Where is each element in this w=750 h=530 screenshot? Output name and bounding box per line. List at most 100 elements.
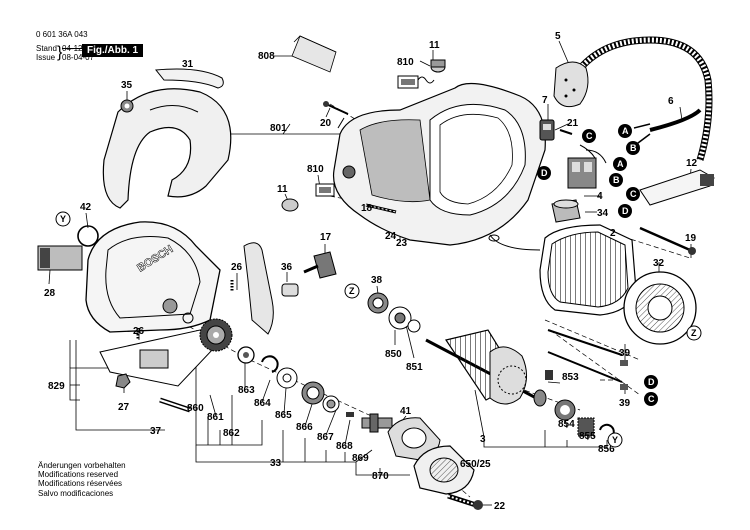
label-24: 24 — [385, 231, 397, 242]
leader-lines — [48, 40, 692, 506]
label-865: 865 — [275, 410, 292, 421]
label-868: 868 — [336, 441, 353, 452]
label-31: 31 — [182, 59, 194, 70]
label-35: 35 — [121, 80, 133, 91]
label-11-lower: 11 — [277, 184, 288, 195]
circlip-864 — [261, 355, 279, 373]
bearing-854 — [554, 399, 576, 421]
marker-A-mid: A — [613, 157, 627, 171]
spindle-869 — [361, 413, 393, 433]
flange-870 — [413, 445, 475, 495]
footer-line-es: Salvo modificaciones — [38, 488, 114, 498]
svg-text:D: D — [622, 206, 629, 216]
key-868 — [346, 412, 354, 417]
marker-D-right: D — [618, 204, 632, 218]
label-11-upper: 11 — [429, 40, 440, 51]
label-863: 863 — [238, 385, 255, 396]
connection-markers: A B C D A B C D D C Y Y Z Z — [55, 124, 702, 448]
screw-21 — [559, 129, 573, 135]
screw-20 — [323, 101, 349, 115]
terminal-block-4 — [567, 144, 607, 189]
label-810-lower: 810 — [307, 164, 324, 175]
gear-wheel — [199, 318, 233, 352]
gear-housing-41 — [387, 417, 441, 461]
screw-27 — [115, 373, 131, 389]
label-854: 854 — [558, 419, 575, 430]
label-12: 12 — [686, 158, 698, 169]
svg-text:D: D — [648, 377, 655, 387]
handle-grip — [102, 88, 232, 209]
label-41: 41 — [400, 406, 412, 417]
label-860: 860 — [187, 403, 204, 414]
long-bolt-19 — [639, 226, 696, 255]
field-coil-stator — [488, 224, 637, 316]
label-18: 18 — [361, 203, 373, 214]
issue-label: Issue — [36, 53, 56, 62]
label-42: 42 — [80, 202, 92, 213]
label-28: 28 — [44, 288, 56, 299]
screw-18 — [365, 203, 397, 214]
document-number: 0 601 36A 043 — [36, 30, 88, 39]
label-27: 27 — [118, 402, 130, 413]
label-20: 20 — [320, 118, 332, 129]
label-sheet-808 — [291, 35, 337, 73]
brace-symbol: } — [57, 44, 63, 61]
label-856: 856 — [598, 444, 615, 455]
svg-text:Z: Z — [691, 328, 697, 338]
svg-text:C: C — [630, 189, 637, 199]
marker-Y-left: Y — [55, 211, 71, 227]
label-36: 36 — [281, 262, 293, 273]
cable-clamp-12 — [639, 169, 715, 206]
svg-text:A: A — [622, 126, 629, 136]
depth-lever — [243, 242, 274, 335]
footer-line-fr: Modifications réservées — [38, 479, 123, 489]
svg-text:Y: Y — [612, 435, 618, 445]
marker-A-left: A — [618, 124, 632, 138]
label-23: 23 — [396, 238, 408, 249]
washer-863 — [237, 346, 255, 364]
svg-text:B: B — [630, 143, 637, 153]
cable-end-6 — [633, 108, 702, 147]
label-810-upper: 810 — [397, 57, 414, 68]
brush-cap-upper — [430, 59, 446, 73]
nut-35 — [120, 99, 134, 113]
label-2: 2 — [610, 228, 616, 239]
label-855: 855 — [579, 431, 596, 442]
label-5: 5 — [555, 31, 561, 42]
marker-Z-right: Z — [686, 325, 702, 341]
power-cable — [572, 36, 713, 162]
dust-nozzle-28 — [37, 245, 83, 271]
label-861: 861 — [207, 412, 224, 423]
marker-C-right: C — [626, 187, 640, 201]
label-867: 867 — [317, 432, 334, 443]
cable-plug — [553, 61, 589, 108]
label-862: 862 — [223, 428, 240, 439]
marker-D-mid: D — [537, 166, 551, 180]
footer-disclaimer: Änderungen vorbehalten Modifications res… — [38, 461, 126, 498]
label-7: 7 — [542, 95, 548, 106]
svg-text:C: C — [648, 394, 655, 404]
screw-22 — [447, 493, 483, 510]
brush-cap-lower — [281, 198, 299, 212]
part-labels: 808 11 810 5 31 35 801 20 7 21 6 810 11 … — [44, 31, 698, 512]
label-869: 869 — [352, 453, 369, 464]
label-22: 22 — [494, 501, 506, 512]
label-26-upper: 26 — [231, 262, 243, 273]
bushing-36 — [281, 283, 299, 297]
label-650-25: 650/25 — [460, 459, 491, 470]
footer-line-en: Modifications reserved — [38, 470, 119, 480]
stand-label: Stand — [36, 44, 57, 53]
marker-C-top: C — [582, 129, 596, 143]
svg-text:C: C — [586, 131, 593, 141]
marker-Y-right: Y — [607, 432, 623, 448]
label-853: 853 — [562, 372, 579, 383]
fan-guide-ring-32 — [623, 271, 697, 345]
bearing-850 — [388, 306, 412, 330]
washer-851 — [407, 319, 421, 333]
switch-7 — [539, 119, 555, 141]
issue-value: 08-04-07 — [62, 53, 95, 62]
label-39-upper: 39 — [619, 348, 631, 359]
marker-C-bottom: C — [644, 392, 658, 406]
